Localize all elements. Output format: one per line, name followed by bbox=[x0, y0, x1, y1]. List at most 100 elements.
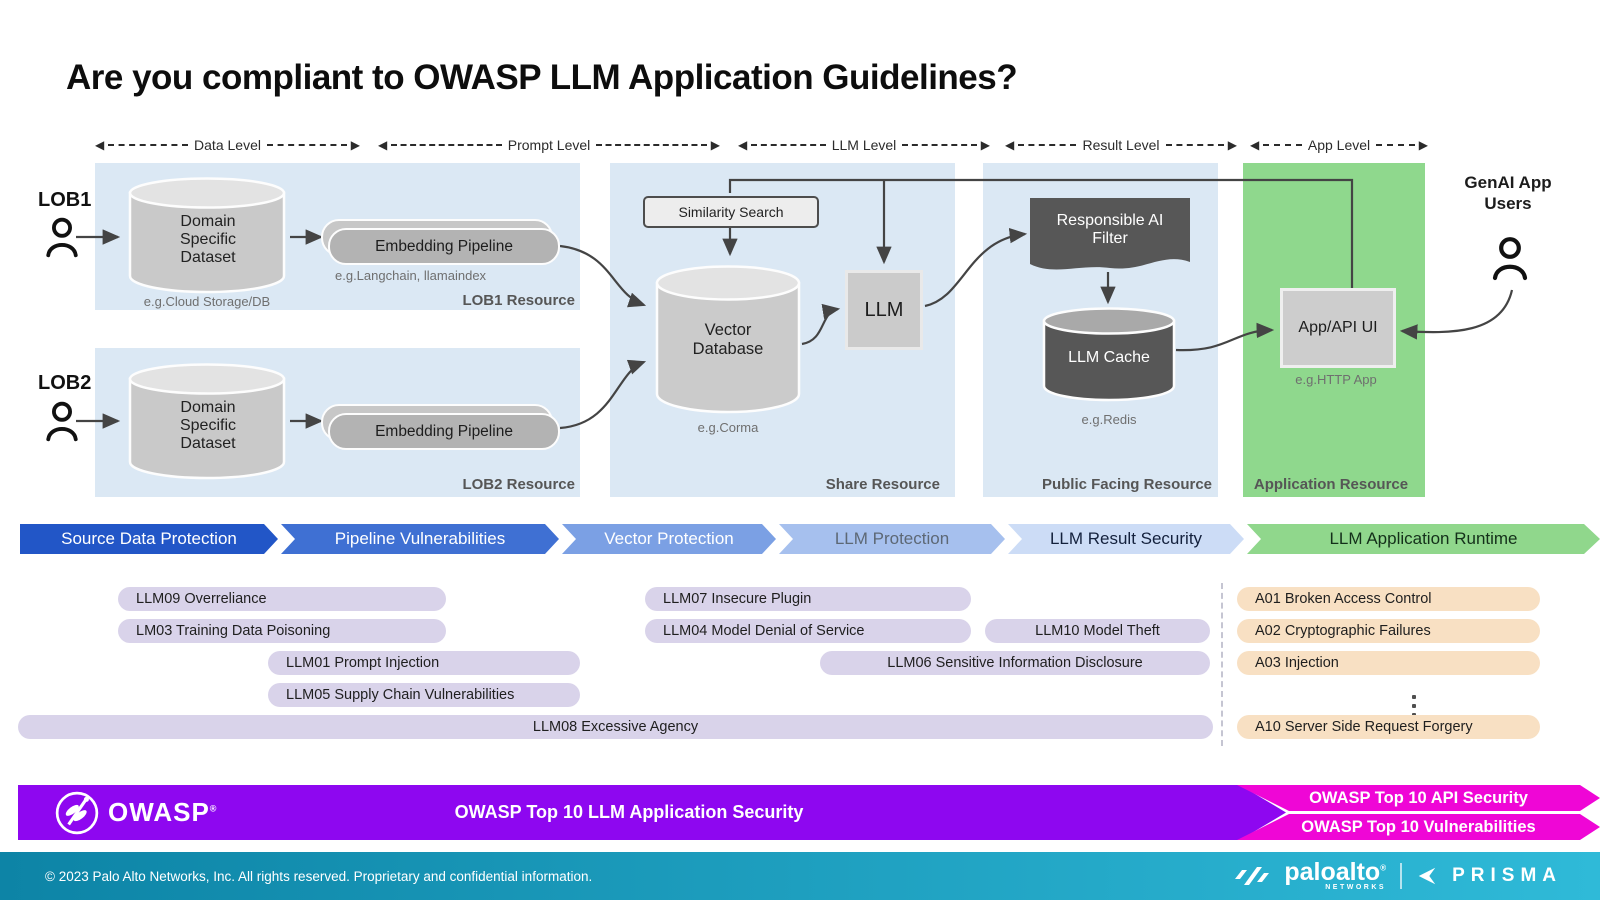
chevron-source-data-protection: Source Data Protection bbox=[20, 524, 278, 554]
paloalto-wordmark: paloalto® NETWORKS bbox=[1284, 858, 1387, 891]
footer-brands: paloalto® NETWORKS PRISMA bbox=[1234, 852, 1562, 900]
user-icon bbox=[46, 401, 78, 442]
llm-cache-cylinder bbox=[1042, 307, 1176, 402]
owasp-llm-bar: OWASP® OWASP Top 10 LLM Application Secu… bbox=[18, 785, 1286, 840]
level-label: Result Level bbox=[1082, 137, 1160, 153]
llm-box: LLM bbox=[845, 270, 923, 350]
llm-cache-label: LLM Cache bbox=[1068, 349, 1150, 366]
page-title: Are you compliant to OWASP LLM Applicati… bbox=[66, 58, 1018, 97]
dashed-line bbox=[1165, 144, 1224, 146]
chevron-llm-application-runtime: LLM Application Runtime bbox=[1247, 524, 1600, 554]
connector-lines bbox=[76, 178, 1514, 430]
pill-llm04: LLM04 Model Denial of Service bbox=[645, 619, 971, 643]
copyright-text: © 2023 Palo Alto Networks, Inc. All righ… bbox=[45, 868, 593, 884]
application-resource-label: Application Resource bbox=[1253, 476, 1409, 493]
pill-a10: A10 Server Side Request Forgery bbox=[1237, 715, 1540, 739]
app-api-ui-box: App/API UI bbox=[1280, 288, 1396, 368]
owasp-wordmark: OWASP® bbox=[108, 797, 218, 827]
level-label: Prompt Level bbox=[507, 137, 591, 153]
vector-db-label: Vector Database bbox=[692, 321, 764, 358]
pill-llm09: LLM09 Overreliance bbox=[118, 587, 446, 611]
pill-llm10: LLM10 Model Theft bbox=[985, 619, 1210, 643]
vector-db-example: e.g.Corma bbox=[697, 420, 759, 435]
lob2-resource-label: LOB2 Resource bbox=[462, 476, 575, 493]
arrow-left-icon: ◀ bbox=[738, 138, 748, 152]
arrow-right-icon: ▶ bbox=[1227, 138, 1238, 152]
pipeline2: Embedding Pipeline bbox=[328, 413, 560, 450]
chevron-llm-protection: LLM Protection bbox=[779, 524, 1005, 554]
pill-llm06: LLM06 Sensitive Information Disclosure bbox=[820, 651, 1210, 675]
level-label: Data Level bbox=[194, 137, 261, 153]
pill-llm01: LLM01 Prompt Injection bbox=[268, 651, 580, 675]
owasp-top10-vulnerabilities-arrow: OWASP Top 10 Vulnerabilities bbox=[1237, 814, 1600, 840]
pill-llm08: LLM08 Excessive Agency bbox=[18, 715, 1213, 739]
pill-llm07: LLM07 Insecure Plugin bbox=[645, 587, 971, 611]
dashed-line bbox=[1263, 144, 1302, 146]
app-api-ui-label: App/API UI bbox=[1298, 319, 1378, 336]
level-label: LLM Level bbox=[831, 137, 897, 153]
similarity-search-box: Similarity Search bbox=[643, 196, 819, 228]
footer-bar: © 2023 Palo Alto Networks, Inc. All righ… bbox=[0, 852, 1600, 900]
arrow-right-icon: ▶ bbox=[710, 138, 721, 152]
user-icon bbox=[46, 217, 78, 258]
dataset2-cylinder bbox=[128, 363, 286, 480]
ellipsis-dots bbox=[1412, 695, 1416, 717]
brand-divider bbox=[1400, 863, 1403, 889]
level-data: ◀ Data Level ▶ bbox=[95, 136, 360, 154]
pill-a01: A01 Broken Access Control bbox=[1237, 587, 1540, 611]
dashed-line bbox=[391, 144, 502, 146]
arrow-left-icon: ◀ bbox=[1250, 138, 1260, 152]
pill-a02: A02 Cryptographic Failures bbox=[1237, 619, 1540, 643]
level-label: App Level bbox=[1307, 137, 1371, 153]
lob1-label: LOB1 bbox=[38, 189, 92, 211]
arrow-left-icon: ◀ bbox=[95, 138, 105, 152]
pill-a03: A03 Injection bbox=[1237, 651, 1540, 675]
chevron-vector-protection: Vector Protection bbox=[562, 524, 776, 554]
public-resource-label: Public Facing Resource bbox=[1041, 476, 1212, 493]
lob1-resource-label: LOB1 Resource bbox=[462, 292, 575, 309]
genai-users-label: GenAI App Users bbox=[1464, 173, 1552, 214]
chevron-llm-result-security: LLM Result Security bbox=[1008, 524, 1244, 554]
level-app: ◀ App Level ▶ bbox=[1250, 136, 1428, 154]
dashed-line bbox=[1376, 144, 1415, 146]
chevron-pipeline-vulnerabilities: Pipeline Vulnerabilities bbox=[281, 524, 559, 554]
arrow-right-icon: ▶ bbox=[980, 138, 990, 152]
level-prompt: ◀ Prompt Level ▶ bbox=[378, 136, 720, 154]
rai-filter-label: Responsible AI Filter bbox=[1056, 212, 1164, 247]
lob2-label: LOB2 bbox=[38, 372, 92, 394]
dataset1-label: Domain Specific Dataset bbox=[179, 213, 237, 266]
arrow-right-icon: ▶ bbox=[1418, 138, 1428, 152]
prisma-wordmark: PRISMA bbox=[1452, 865, 1562, 886]
dashed-line bbox=[266, 144, 347, 146]
owasp-logo: OWASP® bbox=[54, 790, 217, 836]
pipeline1: Embedding Pipeline bbox=[328, 228, 560, 265]
owasp-api-security-arrow: OWASP Top 10 API Security bbox=[1237, 785, 1600, 811]
dashed-line bbox=[1018, 144, 1077, 146]
paloalto-slashes-icon bbox=[1235, 867, 1270, 885]
arrow-left-icon: ◀ bbox=[378, 138, 388, 152]
app-example: e.g.HTTP App bbox=[1295, 372, 1377, 387]
pipeline1-example: e.g.Langchain, llamaindex bbox=[335, 268, 487, 283]
pill-lm03: LM03 Training Data Poisoning bbox=[118, 619, 446, 643]
owasp-wasp-icon bbox=[54, 790, 100, 836]
arrow-right-icon: ▶ bbox=[350, 138, 360, 152]
dashed-line bbox=[902, 144, 977, 146]
dashed-line bbox=[108, 144, 189, 146]
vector-db-cylinder bbox=[655, 265, 801, 414]
owasp-llm-bar-label: OWASP Top 10 LLM Application Security bbox=[454, 802, 804, 822]
dataset2-label: Domain Specific Dataset bbox=[179, 399, 237, 452]
rai-filter-shape bbox=[1030, 198, 1190, 270]
prisma-icon bbox=[1418, 867, 1436, 885]
user-icon bbox=[1492, 237, 1528, 281]
share-resource-label: Share Resource bbox=[825, 476, 940, 493]
dashed-line bbox=[596, 144, 707, 146]
dashed-line bbox=[751, 144, 826, 146]
llm-cache-example: e.g.Redis bbox=[1081, 412, 1137, 427]
pill-llm05: LLM05 Supply Chain Vulnerabilities bbox=[268, 683, 580, 707]
pill-section-divider bbox=[1221, 583, 1223, 746]
dataset1-cylinder bbox=[128, 177, 286, 294]
arrow-left-icon: ◀ bbox=[1005, 138, 1015, 152]
level-result: ◀ Result Level ▶ bbox=[1005, 136, 1237, 154]
dataset1-example: e.g.Cloud Storage/DB bbox=[143, 294, 271, 309]
